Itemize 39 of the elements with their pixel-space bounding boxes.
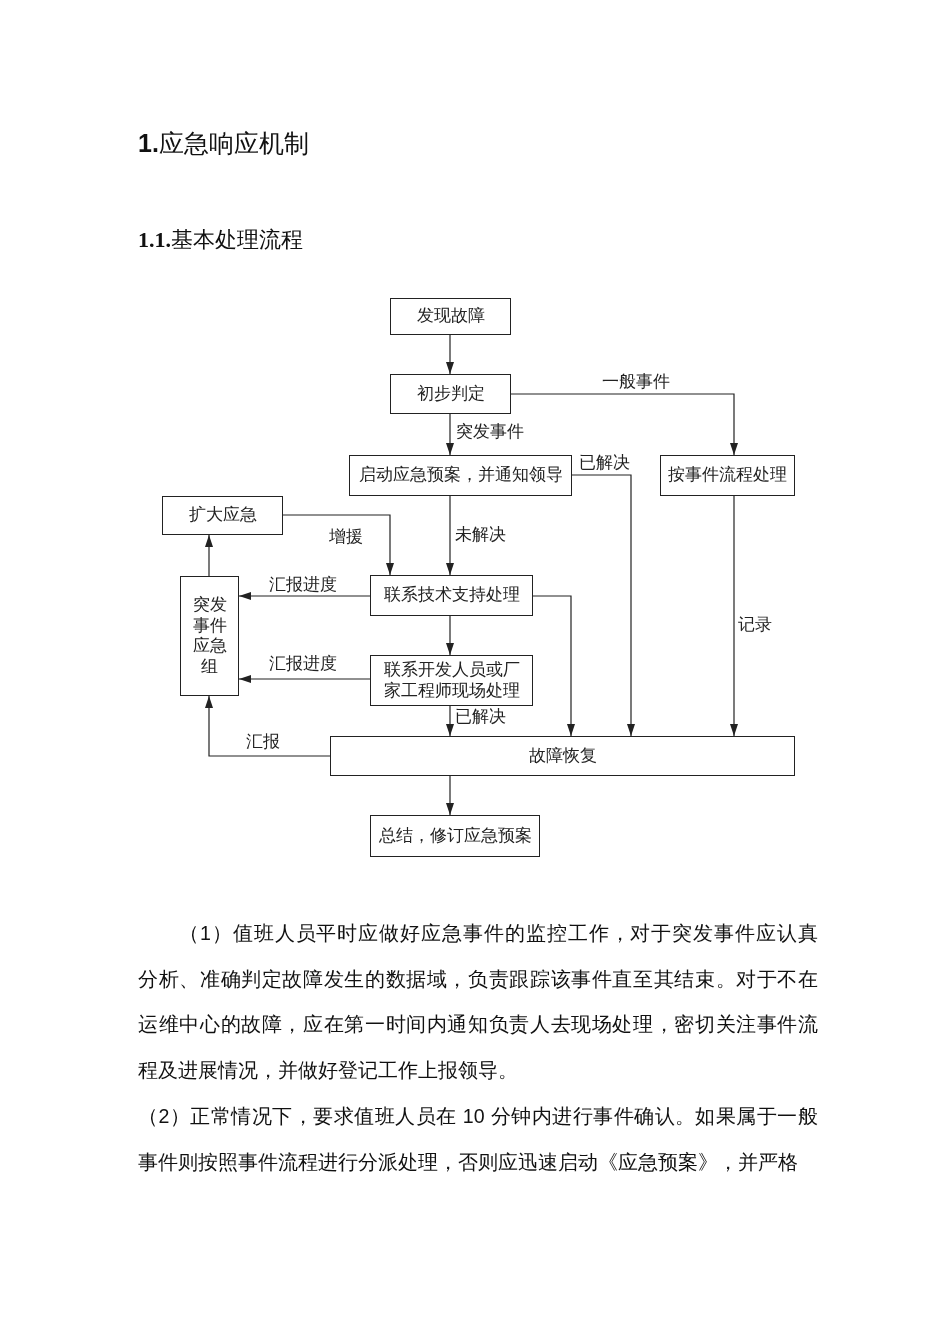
edge-label: 未解决 — [454, 526, 507, 544]
process-box: 初步判定 — [390, 374, 511, 414]
edge-label: 增援 — [328, 528, 364, 546]
edge-label: 汇报进度 — [268, 655, 338, 673]
arrow — [446, 495, 454, 576]
process-box: 联系开发人员或厂家工程师现场处理 — [370, 655, 533, 706]
arrow — [532, 595, 575, 737]
arrow — [571, 474, 635, 737]
arrow — [446, 705, 454, 737]
arrow — [205, 534, 213, 577]
section-heading: 1.应急响应机制 — [138, 128, 309, 159]
process-box: 扩大应急 — [162, 496, 283, 535]
arrow — [446, 775, 454, 816]
edge-label: 记录 — [737, 616, 773, 634]
edge-label: 汇报 — [245, 733, 281, 751]
edge-label: 一般事件 — [601, 373, 671, 391]
edge-label: 已解决 — [578, 454, 631, 472]
process-box: 总结，修订应急预案 — [370, 815, 540, 857]
arrow — [238, 675, 371, 683]
process-box: 联系技术支持处理 — [370, 575, 533, 616]
process-box: 启动应急预案，并通知领导 — [349, 455, 572, 496]
process-box: 按事件流程处理 — [660, 455, 795, 496]
paragraph: （2）正常情况下，要求值班人员在 10 分钟内进行事件确认。如果属于一般事件则按照事件流程进行分派处理，否则应迅速启动《应急预案》，并严格 — [138, 1103, 818, 1175]
arrow — [510, 393, 738, 456]
arrow — [238, 592, 371, 600]
edge-label: 已解决 — [454, 708, 507, 726]
process-box: 故障恢复 — [330, 736, 795, 776]
edge-label: 汇报进度 — [268, 576, 338, 594]
edge-label: 突发事件 — [455, 423, 525, 441]
arrow — [205, 695, 331, 757]
process-box: 发现故障 — [390, 298, 511, 335]
arrow — [282, 514, 394, 576]
arrow — [446, 334, 454, 375]
paragraph: （1）值班人员平时应做好应急事件的监控工作，对于突发事件应认真分析、准确判定故障发生的数据域，负责跟踪该事件直至其结束。对于不在运维中心的故障，应在第一时间内通知负责人去现场处理，密切关注事件流程及进展情况，并做好登记工作上报领导。 — [138, 921, 818, 1084]
arrow — [446, 615, 454, 656]
process-box: 突发事件应急组 — [180, 576, 239, 696]
arrow — [730, 495, 738, 737]
subsection-heading: 1.1.基本处理流程 — [138, 226, 303, 254]
arrow — [446, 413, 454, 456]
